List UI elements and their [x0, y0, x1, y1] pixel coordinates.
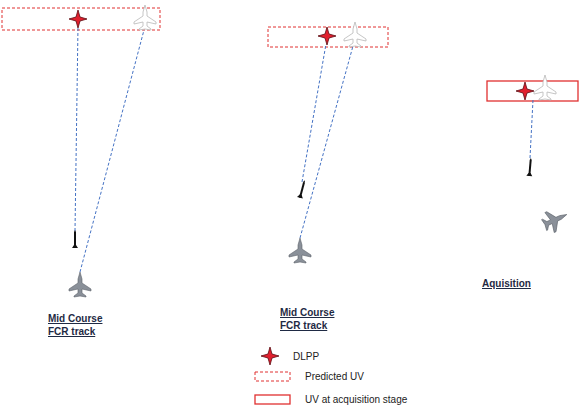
- legend-star: [261, 347, 279, 365]
- predicted-uv: [268, 27, 388, 47]
- legend-solid-rect: [255, 395, 290, 404]
- track-line: [300, 46, 353, 238]
- track-line: [80, 30, 144, 272]
- fighter-jet: [539, 205, 571, 236]
- track-line: [75, 26, 78, 231]
- legend-text: Predicted UV: [305, 370, 364, 383]
- dlpp-star: [318, 27, 336, 45]
- target-jet: [534, 75, 556, 100]
- missile: [526, 158, 534, 176]
- target-jet: [344, 22, 366, 47]
- track-line: [530, 100, 533, 158]
- legend-text: DLPP: [293, 350, 319, 363]
- missile: [297, 180, 307, 199]
- target-jet: [134, 5, 156, 30]
- panel-label: Aquisition: [482, 277, 546, 290]
- panel-label: Mid Course FCR track: [280, 306, 344, 332]
- dlpp-star: [516, 82, 534, 100]
- track-line: [302, 44, 326, 182]
- panel-label: Mid Course FCR track: [48, 312, 112, 338]
- dlpp-star: [69, 10, 87, 28]
- legend-dashed-rect: [255, 372, 290, 381]
- predicted-uv: [2, 8, 160, 30]
- missile: [72, 230, 78, 248]
- acquisition-uv: [487, 81, 578, 101]
- fighter-jet: [289, 238, 311, 263]
- legend-text: UV at acquisition stage: [305, 393, 407, 406]
- fighter-jet: [69, 272, 91, 297]
